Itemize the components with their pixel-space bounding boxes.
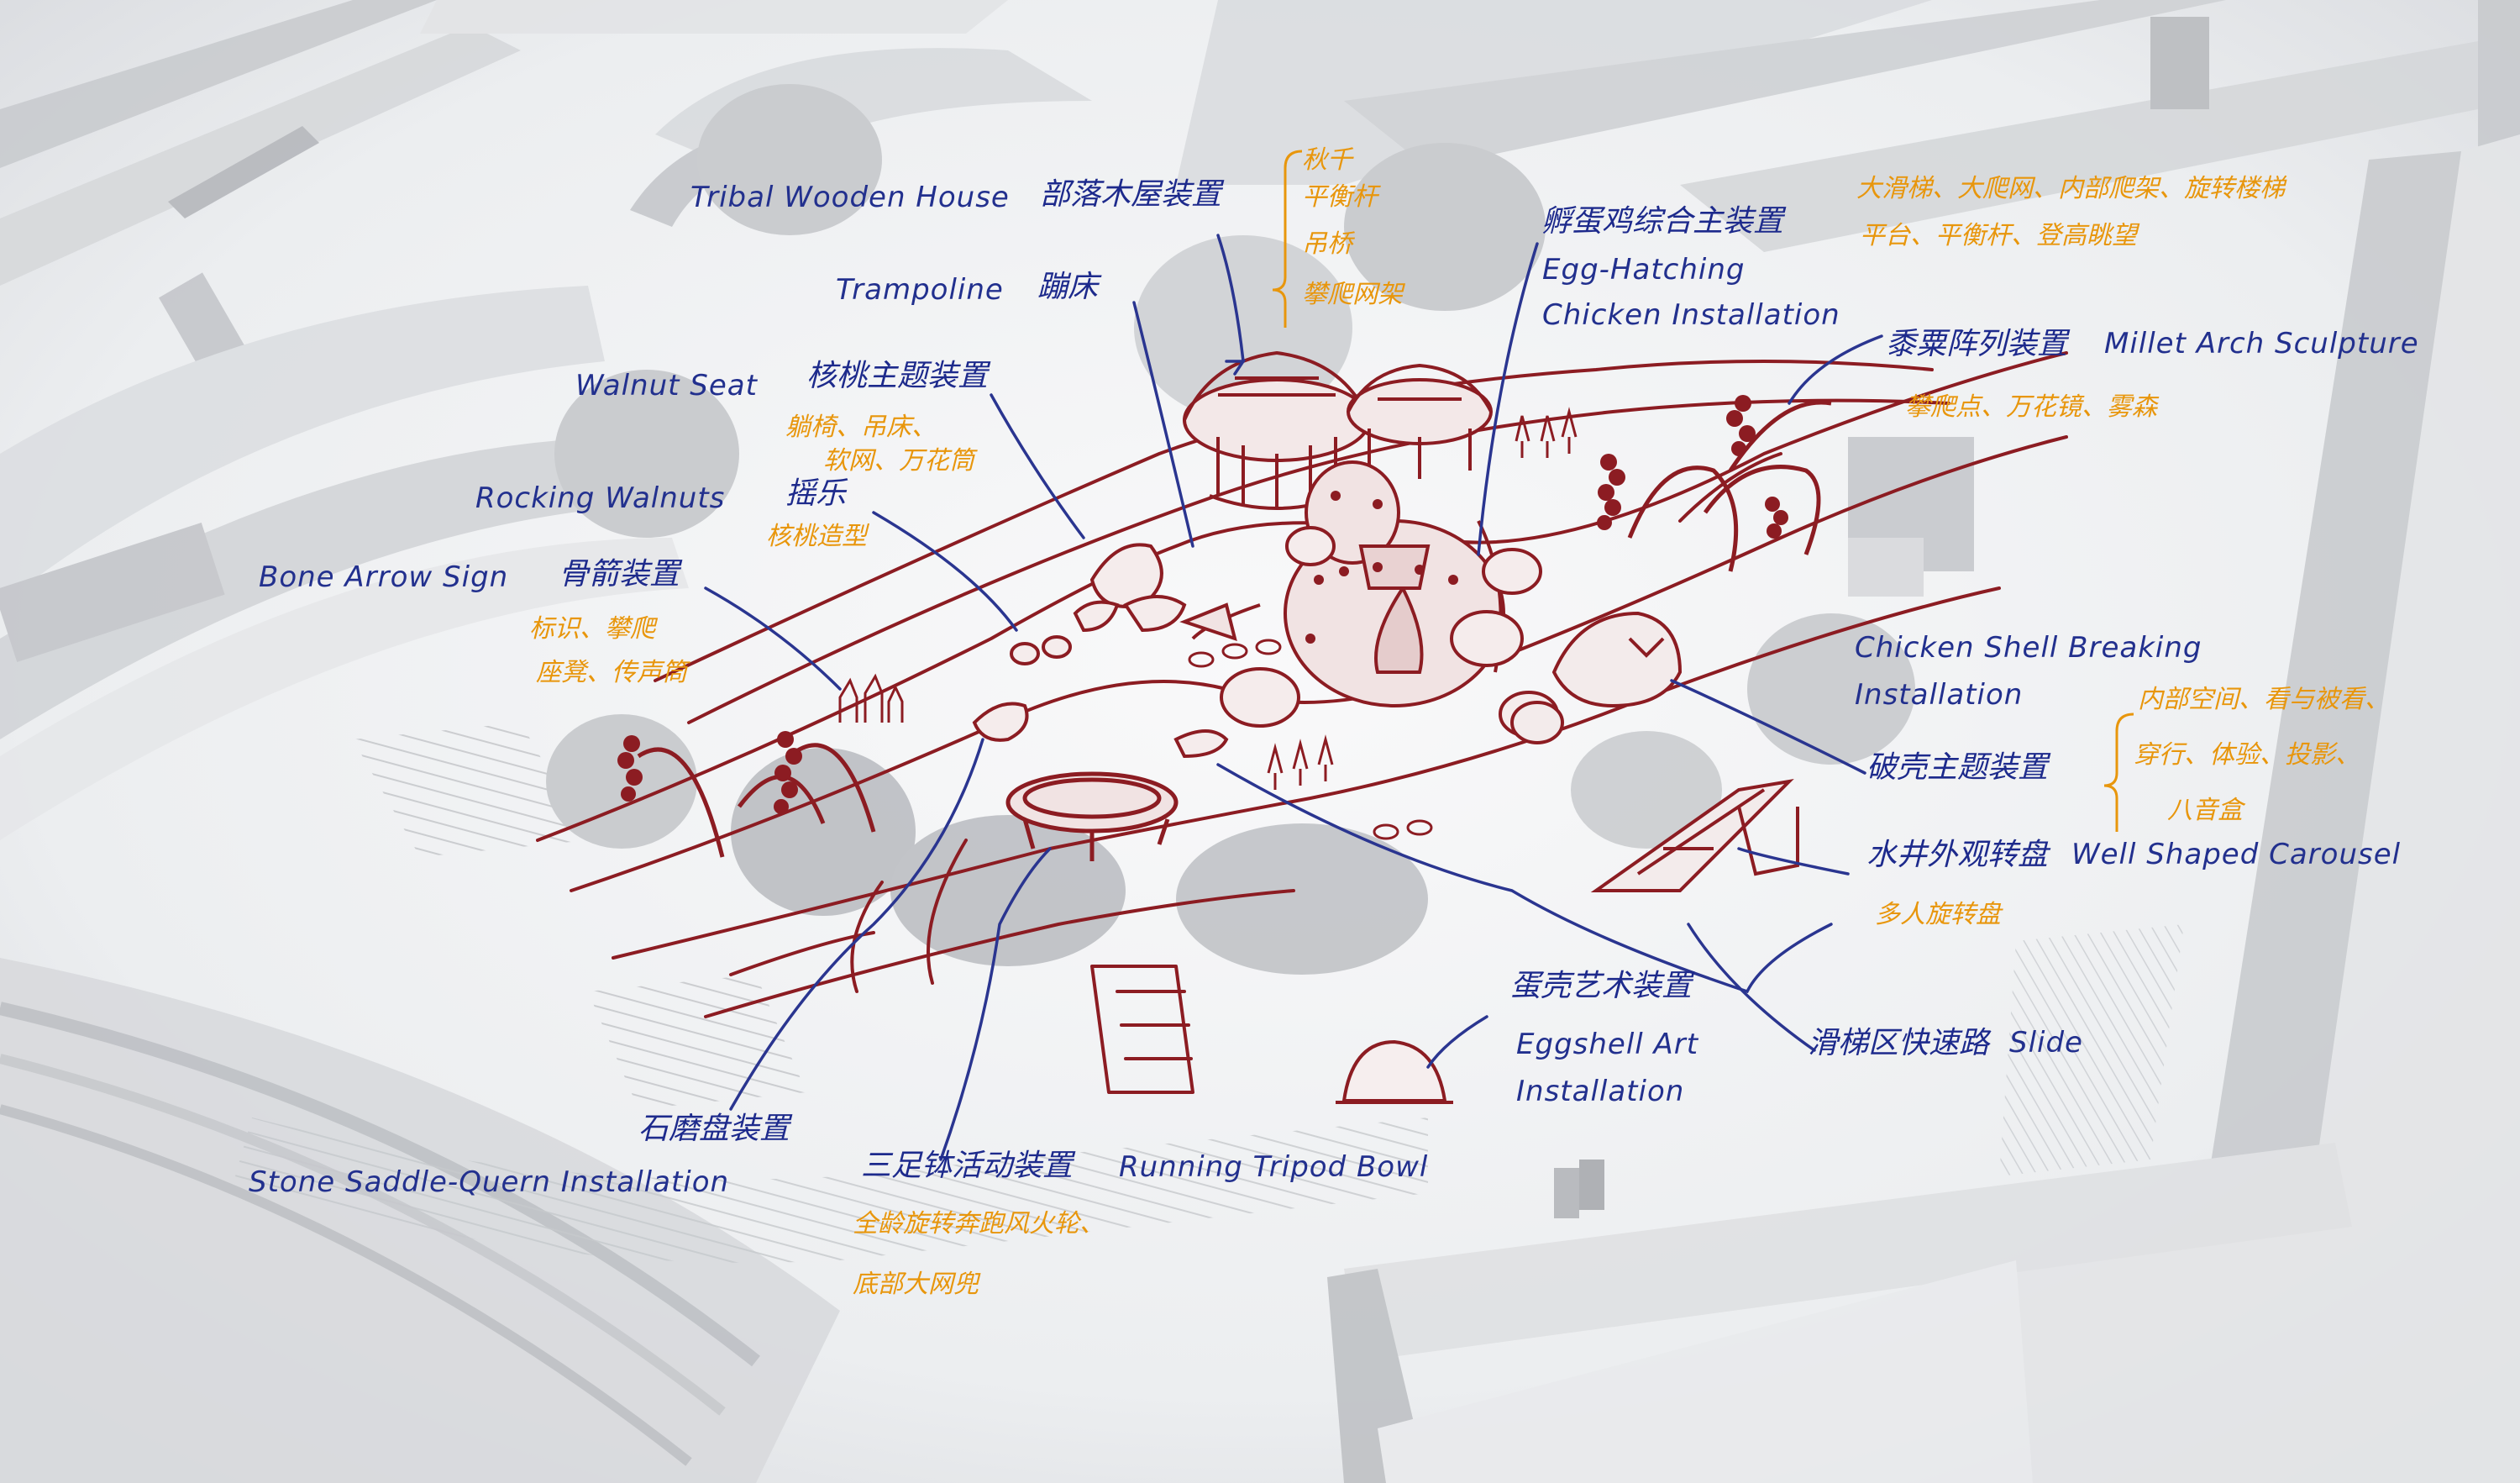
note-line: 座凳、传声筒	[536, 658, 687, 687]
note-line: 标识、攀爬	[529, 614, 655, 644]
label-tribal-house-zh: 部落木屋装置	[1040, 177, 1222, 212]
label-well-carousel-en: Well Shaped Carousel	[2071, 838, 2402, 871]
label-egg-hatching-en1: Egg-Hatching	[1542, 253, 1746, 287]
well-carousel	[1590, 779, 1799, 892]
walnut-seat	[1073, 543, 1187, 633]
label-chicken-shell-zh: 破壳主题装置	[1866, 750, 2049, 785]
label-egg-hatching-zh: 孵蛋鸡综合主装置	[1541, 204, 1784, 239]
millet-grains	[1597, 395, 1788, 539]
rocking-walnuts	[1010, 635, 1072, 665]
note-line: 攀爬点、万花镜、雾森	[1905, 392, 2157, 422]
label-eggshell-en2: Installation	[1516, 1075, 1685, 1108]
label-stone-quern-en: Stone Saddle-Quern Installation	[249, 1165, 730, 1199]
label-eggshell-en1: Eggshell Art	[1516, 1028, 1699, 1061]
chicken-shell-installation	[1510, 611, 1683, 744]
label-millet-arch-zh: 黍粟阵列装置	[1886, 327, 2068, 361]
label-tripod-bowl-zh: 三足钵活动装置	[861, 1149, 1074, 1183]
tribal-wooden-house	[1183, 350, 1493, 510]
note-line: 内部空间、看与被看、	[2138, 685, 2390, 714]
label-eggshell-zh: 蛋壳艺术装置	[1510, 969, 1693, 1003]
note-line: 全龄旋转奔跑风火轮、	[853, 1209, 1105, 1238]
label-tripod-bowl-en: Running Tripod Bowl	[1119, 1150, 1429, 1184]
label-walnut-seat-en: Walnut Seat	[575, 369, 758, 402]
note-line: 躺椅、吊床、	[785, 413, 937, 442]
label-bone-arrow-zh: 骨箭装置	[559, 557, 680, 592]
label-chicken-shell-en2: Installation	[1855, 678, 2024, 712]
label-trampoline-zh: 蹦床	[1037, 270, 1099, 304]
note-line: 软网、万花筒	[823, 446, 974, 476]
note-line: 秋千	[1302, 145, 1352, 175]
label-rocking-walnuts-en: Rocking Walnuts	[475, 481, 726, 515]
label-well-carousel-zh: 水井外观转盘	[1866, 838, 2049, 872]
label-trampoline-en: Trampoline	[836, 273, 1004, 307]
label-bone-arrow-en: Bone Arrow Sign	[259, 560, 509, 594]
label-slide-en: Slide	[2009, 1026, 2083, 1060]
label-millet-arch-en: Millet Arch Sculpture	[2104, 327, 2419, 360]
eggshell-dome	[1336, 1039, 1453, 1104]
note-line: 大滑梯、大爬网、内部爬架、旋转楼梯	[1856, 174, 2285, 203]
note-line: 平衡杆	[1302, 182, 1378, 212]
label-rocking-walnuts-zh: 摇乐	[785, 476, 847, 511]
leader-lines	[704, 234, 1883, 1161]
label-stone-quern-zh: 石磨盘装置	[638, 1112, 790, 1146]
tree-glyphs	[1267, 407, 1578, 790]
note-line: 吊桥	[1302, 229, 1352, 259]
note-line: 八音盒	[2167, 796, 2243, 825]
note-line: 穿行、体验、投影、	[2134, 740, 2360, 770]
note-line: 攀爬网架	[1302, 280, 1403, 309]
label-slide-zh: 滑梯区快速路	[1808, 1026, 1990, 1060]
label-walnut-seat-zh: 核桃主题装置	[806, 359, 989, 393]
bone-arrow-sign	[838, 673, 904, 723]
running-tripod-bowl	[1005, 771, 1179, 861]
label-tribal-house-en: Tribal Wooden House	[690, 181, 1010, 214]
stone-saddle-quern	[972, 702, 1229, 759]
note-line: 底部大网兜	[853, 1270, 979, 1299]
label-egg-hatching-en2: Chicken Installation	[1542, 298, 1840, 332]
note-line: 核桃造型	[766, 522, 867, 551]
label-chicken-shell-en1: Chicken Shell Breaking	[1855, 631, 2202, 665]
millet-grains-left	[617, 731, 802, 814]
note-brackets	[1272, 150, 2134, 832]
note-line: 多人旋转盘	[1875, 900, 2001, 929]
note-line: 平台、平衡杆、登高眺望	[1860, 221, 2137, 250]
